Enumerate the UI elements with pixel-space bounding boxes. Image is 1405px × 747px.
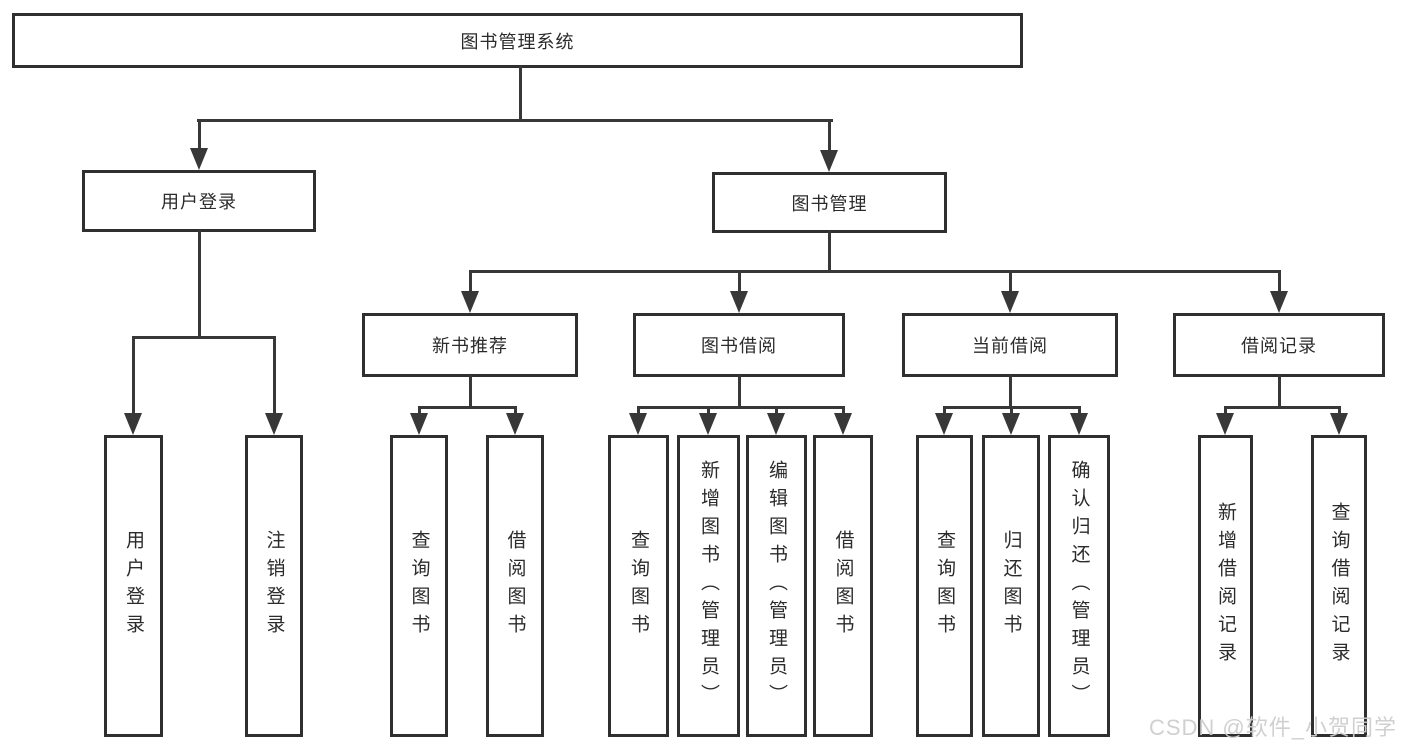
connector-drop-leaf	[707, 406, 710, 418]
leaf-recommend-query-books-label: 查询图书	[408, 530, 430, 642]
leaf-borrow-books-label: 借阅图书	[832, 530, 854, 642]
node-new-book-recommend-label: 新书推荐	[432, 336, 508, 356]
leaf-borrow-query-books-label: 查询图书	[628, 530, 649, 642]
arrow-down-icon	[820, 150, 838, 172]
node-book-management-label: 图书管理	[791, 193, 868, 214]
connector-drop-level3	[1278, 270, 1281, 294]
node-borrow-record-label: 借阅记录	[1241, 336, 1317, 356]
connector-root-bus	[197, 119, 833, 122]
node-user-login-label: 用户登录	[161, 192, 237, 212]
connector-drop-leaf	[418, 406, 421, 418]
leaf-add-borrow-record-label: 新增借阅记录	[1215, 502, 1236, 670]
arrow-down-icon	[935, 413, 953, 435]
leaf-edit-books-admin-label: 编辑图书（管理员）	[766, 460, 787, 712]
leaf-logout-label: 注销登录	[263, 530, 285, 642]
leaf-borrow-books: 借阅图书	[813, 435, 873, 737]
node-root: 图书管理系统	[12, 13, 1023, 68]
connector-book-management-bus	[469, 270, 1281, 273]
connector-drop-leaf	[1224, 406, 1227, 418]
leaf-add-borrow-record: 新增借阅记录	[1198, 435, 1253, 737]
node-new-book-recommend: 新书推荐	[362, 313, 578, 377]
node-root-label: 图书管理系统	[460, 31, 575, 52]
leaf-confirm-return-admin-label: 确认归还（管理员）	[1068, 460, 1090, 712]
leaf-recommend-borrow-books-label: 借阅图书	[504, 530, 526, 642]
connector-drop-leaf	[842, 406, 845, 418]
node-user-login: 用户登录	[82, 170, 316, 232]
leaf-edit-books-admin: 编辑图书（管理员）	[746, 435, 807, 737]
connector-drop-leaf	[775, 406, 778, 418]
leaf-user-login-label: 用户登录	[123, 530, 144, 642]
connector-drop-leaf	[1338, 406, 1341, 418]
connector-drop-leaf	[1078, 406, 1081, 418]
arrow-down-icon	[1270, 291, 1288, 313]
leaf-current-query-books-label: 查询图书	[934, 530, 955, 642]
connector-drop-level3	[738, 270, 741, 294]
arrow-down-icon	[190, 148, 208, 170]
connector-borrow-record-bus	[1224, 406, 1341, 409]
connector-book-management-stem	[828, 231, 831, 273]
arrow-down-icon	[699, 413, 717, 435]
leaf-query-borrow-record: 查询借阅记录	[1311, 435, 1367, 737]
leaf-logout: 注销登录	[245, 435, 303, 737]
leaf-return-books-label: 归还图书	[1000, 530, 1022, 642]
leaf-add-books-admin-label: 新增图书（管理员）	[698, 460, 719, 712]
arrow-down-icon	[1330, 413, 1348, 435]
leaf-return-books: 归还图书	[982, 435, 1040, 737]
node-book-borrow: 图书借阅	[633, 313, 845, 377]
arrow-down-icon	[265, 413, 283, 435]
connector-drop-level3	[469, 270, 472, 294]
connector-drop-leaf	[637, 406, 640, 418]
arrow-down-icon	[124, 413, 142, 435]
arrow-down-icon	[629, 413, 647, 435]
connector-new-book-bus	[418, 406, 517, 409]
connector-new-book-stem	[469, 375, 472, 409]
arrow-down-icon	[834, 413, 852, 435]
node-current-borrow: 当前借阅	[902, 313, 1118, 377]
leaf-query-borrow-record-label: 查询借阅记录	[1328, 502, 1350, 670]
node-book-borrow-label: 图书借阅	[701, 336, 777, 356]
connector-drop-leaf	[514, 406, 517, 418]
leaf-recommend-borrow-books: 借阅图书	[486, 435, 544, 737]
connector-user-login-bus	[132, 336, 275, 339]
arrow-down-icon	[1002, 413, 1020, 435]
leaf-user-login: 用户登录	[104, 435, 163, 737]
connector-drop-book-management	[828, 119, 831, 154]
node-book-management: 图书管理	[712, 172, 947, 233]
connector-user-login-stem	[198, 230, 201, 338]
connector-drop-user-login	[198, 119, 201, 152]
connector-drop-leaf	[1010, 406, 1013, 418]
leaf-recommend-query-books: 查询图书	[390, 435, 448, 737]
connector-drop-leaf	[132, 336, 135, 416]
arrow-down-icon	[461, 291, 479, 313]
node-current-borrow-label: 当前借阅	[972, 336, 1048, 356]
node-borrow-record: 借阅记录	[1173, 313, 1385, 377]
arrow-down-icon	[506, 413, 524, 435]
leaf-confirm-return-admin: 确认归还（管理员）	[1048, 435, 1110, 737]
connector-current-borrow-stem	[1009, 375, 1012, 409]
arrow-down-icon	[1001, 291, 1019, 313]
connector-drop-leaf	[273, 336, 276, 416]
arrow-down-icon	[767, 413, 785, 435]
leaf-add-books-admin: 新增图书（管理员）	[677, 435, 740, 737]
connector-book-borrow-stem	[738, 375, 741, 409]
connector-drop-leaf	[943, 406, 946, 418]
arrow-down-icon	[730, 291, 748, 313]
arrow-down-icon	[1216, 413, 1234, 435]
connector-root-stem	[519, 66, 522, 121]
connector-drop-level3	[1009, 270, 1012, 294]
csdn-watermark: CSDN @软件_小贺同学	[1148, 715, 1397, 740]
leaf-borrow-query-books: 查询图书	[608, 435, 669, 737]
arrow-down-icon	[1070, 413, 1088, 435]
connector-book-borrow-bus	[637, 406, 845, 409]
leaf-current-query-books: 查询图书	[916, 435, 973, 737]
connector-borrow-record-stem	[1278, 375, 1281, 409]
arrow-down-icon	[410, 413, 428, 435]
